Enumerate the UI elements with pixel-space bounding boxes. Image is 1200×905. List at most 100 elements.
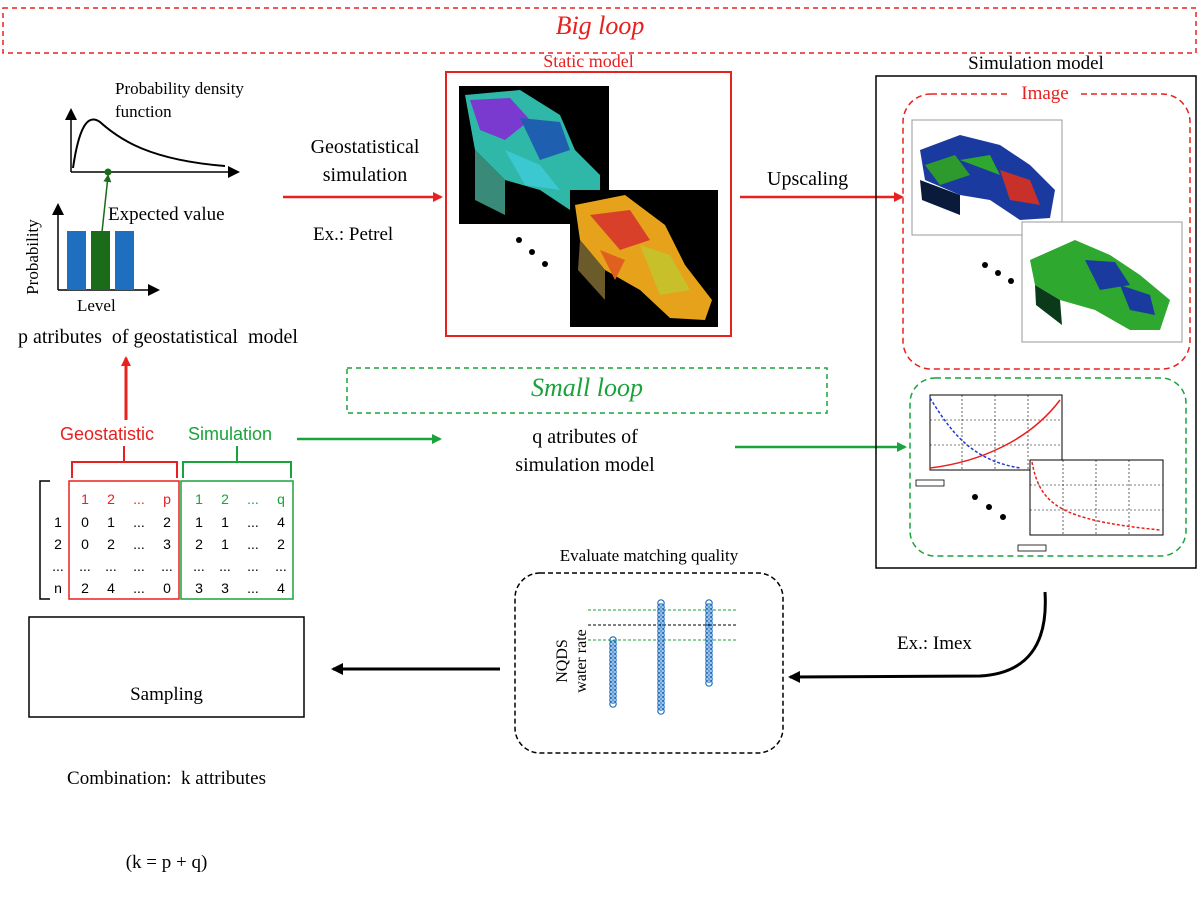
nqds-point [657, 707, 665, 715]
nqds-point [609, 668, 617, 676]
nqds-point [609, 644, 617, 652]
nqds-point [705, 623, 713, 631]
sim-cell: 3 [195, 580, 203, 596]
sim-header-cell: 2 [221, 491, 229, 507]
sim-cell: ... [247, 514, 259, 530]
geo-cell: ... [105, 558, 117, 574]
geo-cell: 1 [107, 514, 115, 530]
upscaling-label: Upscaling [767, 168, 849, 190]
sim-cell: ... [275, 558, 287, 574]
table-bracket [39, 480, 50, 600]
row-index-cell: ... [52, 558, 64, 574]
geostatistic-label: Geostatistic [60, 424, 155, 444]
image-label: Image [1010, 83, 1080, 105]
curves-dashed-box [909, 377, 1187, 557]
small-loop-label: Small loop [531, 373, 643, 402]
nqds-point [609, 664, 617, 672]
sim-header-cell: 1 [195, 491, 203, 507]
nqds-point [657, 667, 665, 675]
nqds-point [657, 699, 665, 707]
nqds-point [657, 679, 665, 687]
nqds-point [609, 696, 617, 704]
small-loop-box [346, 367, 828, 414]
geo-cell: 0 [163, 580, 171, 596]
sim-cell: ... [193, 558, 205, 574]
nqds-axis-label: NQDS water rate [553, 611, 591, 711]
nqds-axis-line1: NQDS [554, 639, 571, 683]
sampling-box [28, 616, 305, 718]
nqds-point [609, 680, 617, 688]
geo-cell: ... [133, 580, 145, 596]
sampling-text: Sampling Combination: k attributes (k = … [29, 625, 304, 905]
level-bar-2 [91, 231, 110, 290]
nqds-point [657, 623, 665, 631]
geostat-sim-line2: simulation [322, 164, 408, 186]
nqds-point [657, 687, 665, 695]
nqds-point [609, 648, 617, 656]
nqds-point [705, 663, 713, 671]
sim-cell: ... [247, 558, 259, 574]
sampling-line3: (k = p + q) [125, 852, 208, 873]
sim-cell: ... [247, 536, 259, 552]
nqds-point [705, 675, 713, 683]
connectors-layer [2, 7, 1197, 754]
curve-plot-1 [915, 394, 1063, 487]
sim-header-cell: ... [247, 491, 259, 507]
pdf-title-line2: function [115, 102, 172, 121]
geo-cell: 3 [163, 536, 171, 552]
nqds-point [705, 655, 713, 663]
nqds-point [657, 675, 665, 683]
nqds-point [609, 660, 617, 668]
geo-cell: ... [133, 514, 145, 530]
nqds-point [705, 615, 713, 623]
expected-value-arrow [101, 174, 112, 233]
nqds-point [657, 663, 665, 671]
sim-cell: 2 [195, 536, 203, 552]
sim-table-frame [180, 480, 294, 600]
level-bar-1 [67, 231, 86, 290]
nqds-point [609, 656, 617, 664]
nqds-point [609, 688, 617, 696]
curve-plot-2 [1017, 459, 1164, 552]
nqds-points [609, 599, 713, 715]
static-model-box [445, 71, 732, 337]
geo-table-frame [68, 480, 180, 600]
geostat-sim-label: Geostatistical simulation [290, 133, 440, 189]
q-attributes-line1: q atributes of [532, 426, 638, 448]
sim-cell: 1 [195, 514, 203, 530]
nqds-point [609, 640, 617, 648]
simulation-model-box [875, 75, 1197, 569]
pdf-plot [65, 108, 240, 233]
nqds-point [609, 636, 617, 644]
nqds-point [609, 652, 617, 660]
nqds-point [657, 643, 665, 651]
simulation-image-1 [911, 119, 1063, 236]
imex-example: Ex.: Imex [897, 633, 972, 654]
sim-cell: 3 [221, 580, 229, 596]
level-axis-label: Level [77, 296, 116, 315]
nqds-point [657, 659, 665, 667]
simulation-image-2 [1021, 221, 1183, 343]
nqds-point [705, 619, 713, 627]
sim-cell: 2 [277, 536, 285, 552]
nqds-point [705, 607, 713, 615]
nqds-point [657, 695, 665, 703]
sim-cell: ... [247, 580, 259, 596]
nqds-point [705, 627, 713, 635]
nqds-point [705, 599, 713, 607]
geo-cell: ... [133, 536, 145, 552]
nqds-point [609, 692, 617, 700]
simulation-ellipsis-dots [982, 262, 1014, 284]
static-model-title: Static model [543, 51, 634, 71]
pdf-title-line1: Probability density [115, 79, 244, 98]
nqds-point [609, 676, 617, 684]
p-attributes-caption: p atributes of geostatistical model [18, 326, 298, 348]
nqds-point [657, 639, 665, 647]
nqds-point [657, 607, 665, 615]
nqds-point [657, 671, 665, 679]
nqds-point [657, 703, 665, 711]
nqds-point [657, 651, 665, 659]
